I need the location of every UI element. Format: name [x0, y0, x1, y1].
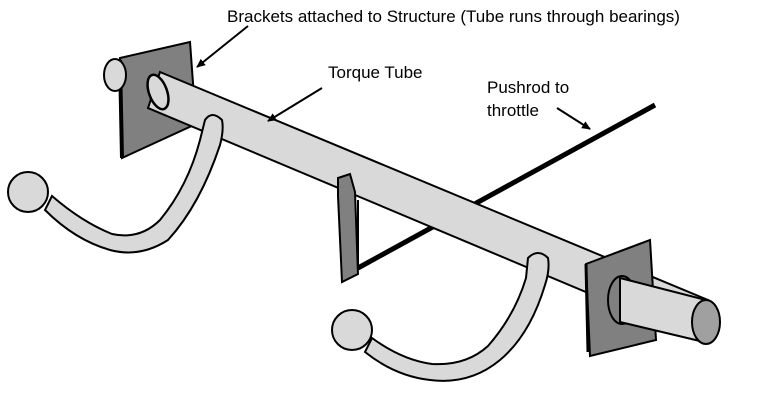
pushrod	[356, 102, 657, 271]
left-lever	[7, 114, 224, 254]
pushrod-label-line2: throttle	[487, 101, 539, 120]
left-bearing	[103, 58, 127, 92]
torque-tube-label: Torque Tube	[328, 63, 423, 82]
pushrod-label-line1: Pushrod to	[487, 78, 569, 97]
brackets-arrow	[196, 25, 249, 68]
right-pedal-knob	[331, 309, 373, 351]
pushrod-arrow	[556, 107, 591, 130]
torque-tube-arrow	[267, 87, 323, 122]
right-lever	[331, 252, 550, 382]
brackets-label: Brackets attached to Structure (Tube run…	[227, 7, 680, 26]
throttle-arm	[337, 172, 360, 284]
left-pedal-knob	[7, 171, 49, 213]
tube-end	[619, 276, 721, 345]
